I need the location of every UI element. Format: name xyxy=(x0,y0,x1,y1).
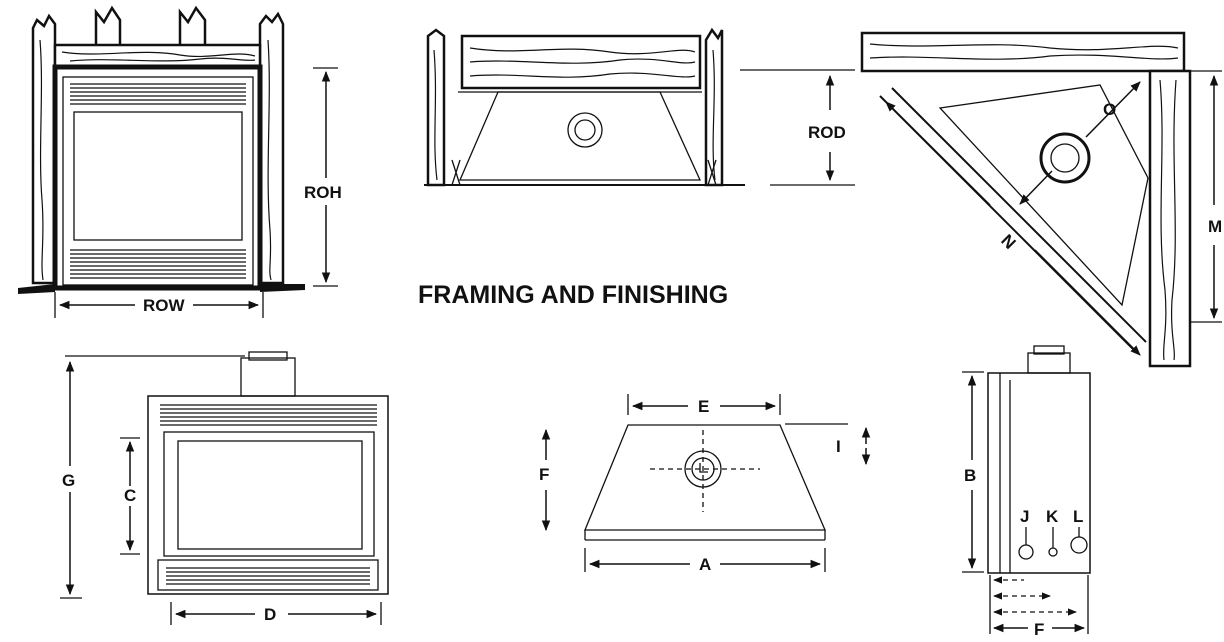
unit-front-view: G C D xyxy=(60,351,389,625)
vent-collar xyxy=(240,357,296,397)
roh-label: ROH xyxy=(304,183,342,202)
left-stud xyxy=(31,13,57,285)
glass-panel xyxy=(73,111,243,241)
o-label: O xyxy=(1103,100,1116,119)
l-label: L xyxy=(1073,507,1083,526)
top-header-beam xyxy=(460,34,702,90)
corner-side-beam xyxy=(1148,69,1192,368)
corner-vent-icon xyxy=(1039,132,1091,184)
k-label: K xyxy=(1046,507,1059,526)
page-title: FRAMING AND FINISHING xyxy=(418,281,728,309)
unit-bottom-louvers xyxy=(166,567,370,585)
vent-collar-icon xyxy=(567,112,603,148)
top-header xyxy=(53,43,262,69)
connection-k-icon xyxy=(1048,547,1058,557)
unit-top-view: E F I A xyxy=(539,394,871,574)
top-framing-view: ROD xyxy=(424,27,855,187)
c-label: C xyxy=(124,486,136,505)
side-body xyxy=(987,372,1091,574)
d-label: D xyxy=(264,605,276,624)
top-louvers xyxy=(70,83,246,105)
unit-plan-outline xyxy=(584,424,826,531)
unit-top-outline xyxy=(459,91,702,181)
side-vent-collar xyxy=(1027,352,1071,374)
bottom-louvers xyxy=(70,249,246,279)
e-label: E xyxy=(698,397,709,416)
row-label: ROW xyxy=(143,296,186,315)
front-framing-view: ROH ROW xyxy=(18,5,342,318)
side-f-label: F xyxy=(1034,620,1044,637)
n-label: N xyxy=(997,231,1019,253)
connection-j-icon xyxy=(1018,544,1034,560)
corner-top-beam xyxy=(860,31,1186,73)
a-label: A xyxy=(699,555,711,574)
left-wall-stud xyxy=(426,28,446,187)
m-label: M xyxy=(1208,217,1222,236)
right-stud xyxy=(258,11,285,285)
unit-glass xyxy=(177,440,363,550)
j-label: J xyxy=(1020,507,1029,526)
unit-top-louvers xyxy=(160,404,377,426)
rod-label: ROD xyxy=(808,123,846,142)
g-label: G xyxy=(62,471,75,490)
corner-framing-view: N O M xyxy=(860,31,1222,368)
unit-body xyxy=(147,395,389,595)
unit-side-view: J K L B F xyxy=(962,345,1091,639)
corner-unit-outline xyxy=(938,84,1149,307)
f-label: F xyxy=(539,465,549,484)
b-label: B xyxy=(964,466,976,485)
i-label: I xyxy=(836,437,841,456)
connection-l-icon xyxy=(1070,536,1088,554)
